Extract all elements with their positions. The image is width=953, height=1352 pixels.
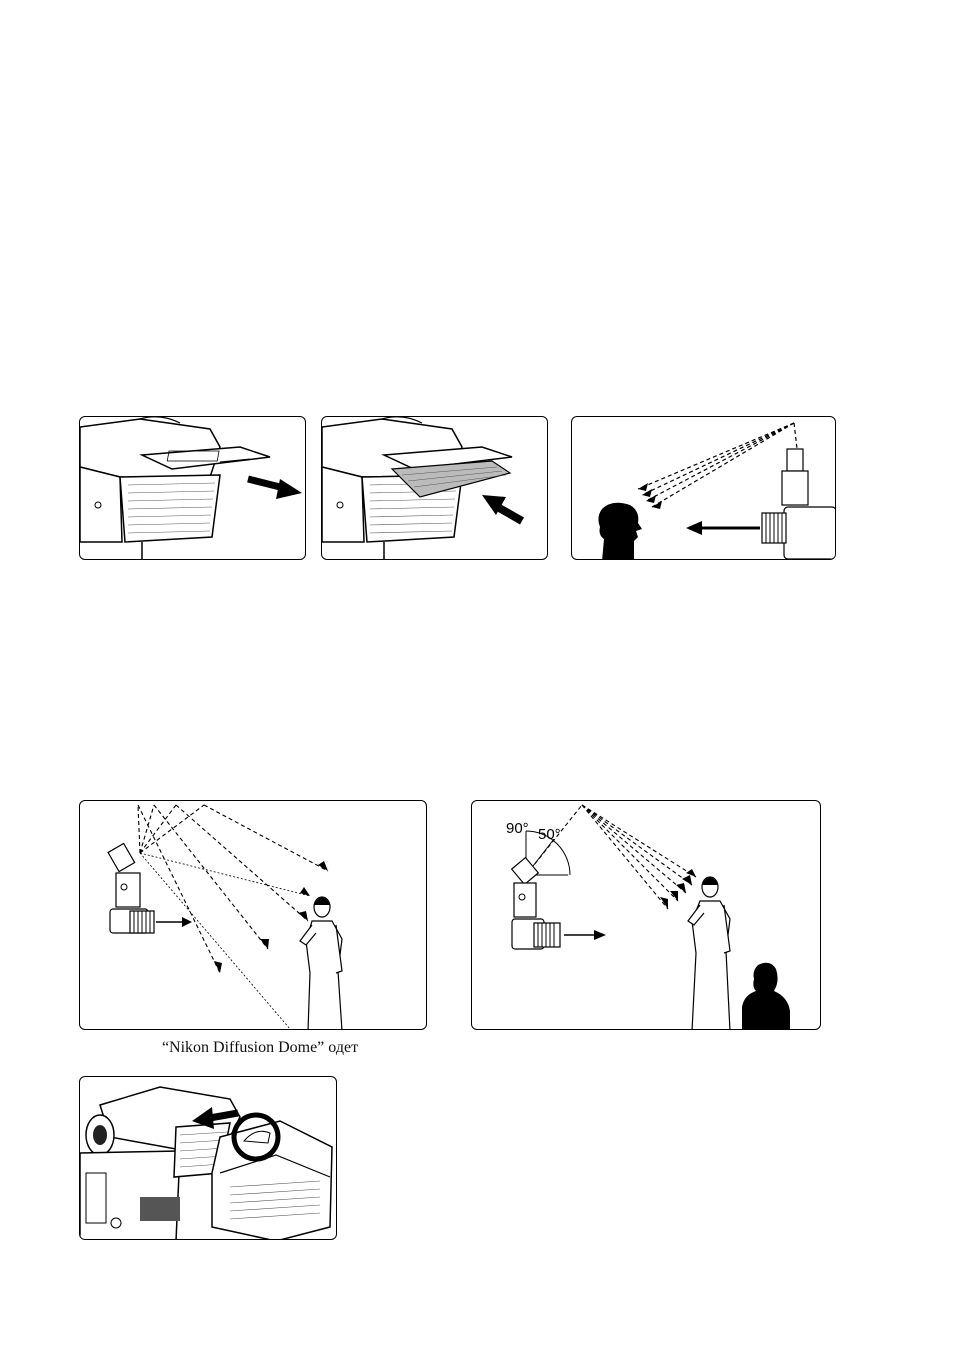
figure-bounce-portrait <box>571 416 836 560</box>
diffusion-dome-caption: “Nikon Diffusion Dome” одет <box>80 1039 440 1057</box>
angle-90-label: 90° <box>506 820 529 837</box>
angle-50-label: 50° <box>538 826 561 843</box>
figure-diffusion-dome <box>79 1076 337 1240</box>
figure-bounce-angle: 90° 50° <box>471 800 821 1030</box>
figure-push-in-panel <box>321 416 548 560</box>
flash-head-push-drawing <box>322 417 548 560</box>
figure-bounce-ceiling <box>79 800 427 1030</box>
bounce-portrait-drawing <box>572 417 836 560</box>
bounce-angle-drawing: 90° 50° <box>472 801 821 1030</box>
figure-pull-out-panel <box>79 416 306 560</box>
diffusion-dome-drawing <box>80 1077 337 1240</box>
flash-head-pull-drawing <box>80 417 306 560</box>
bounce-ceiling-drawing <box>80 801 427 1030</box>
